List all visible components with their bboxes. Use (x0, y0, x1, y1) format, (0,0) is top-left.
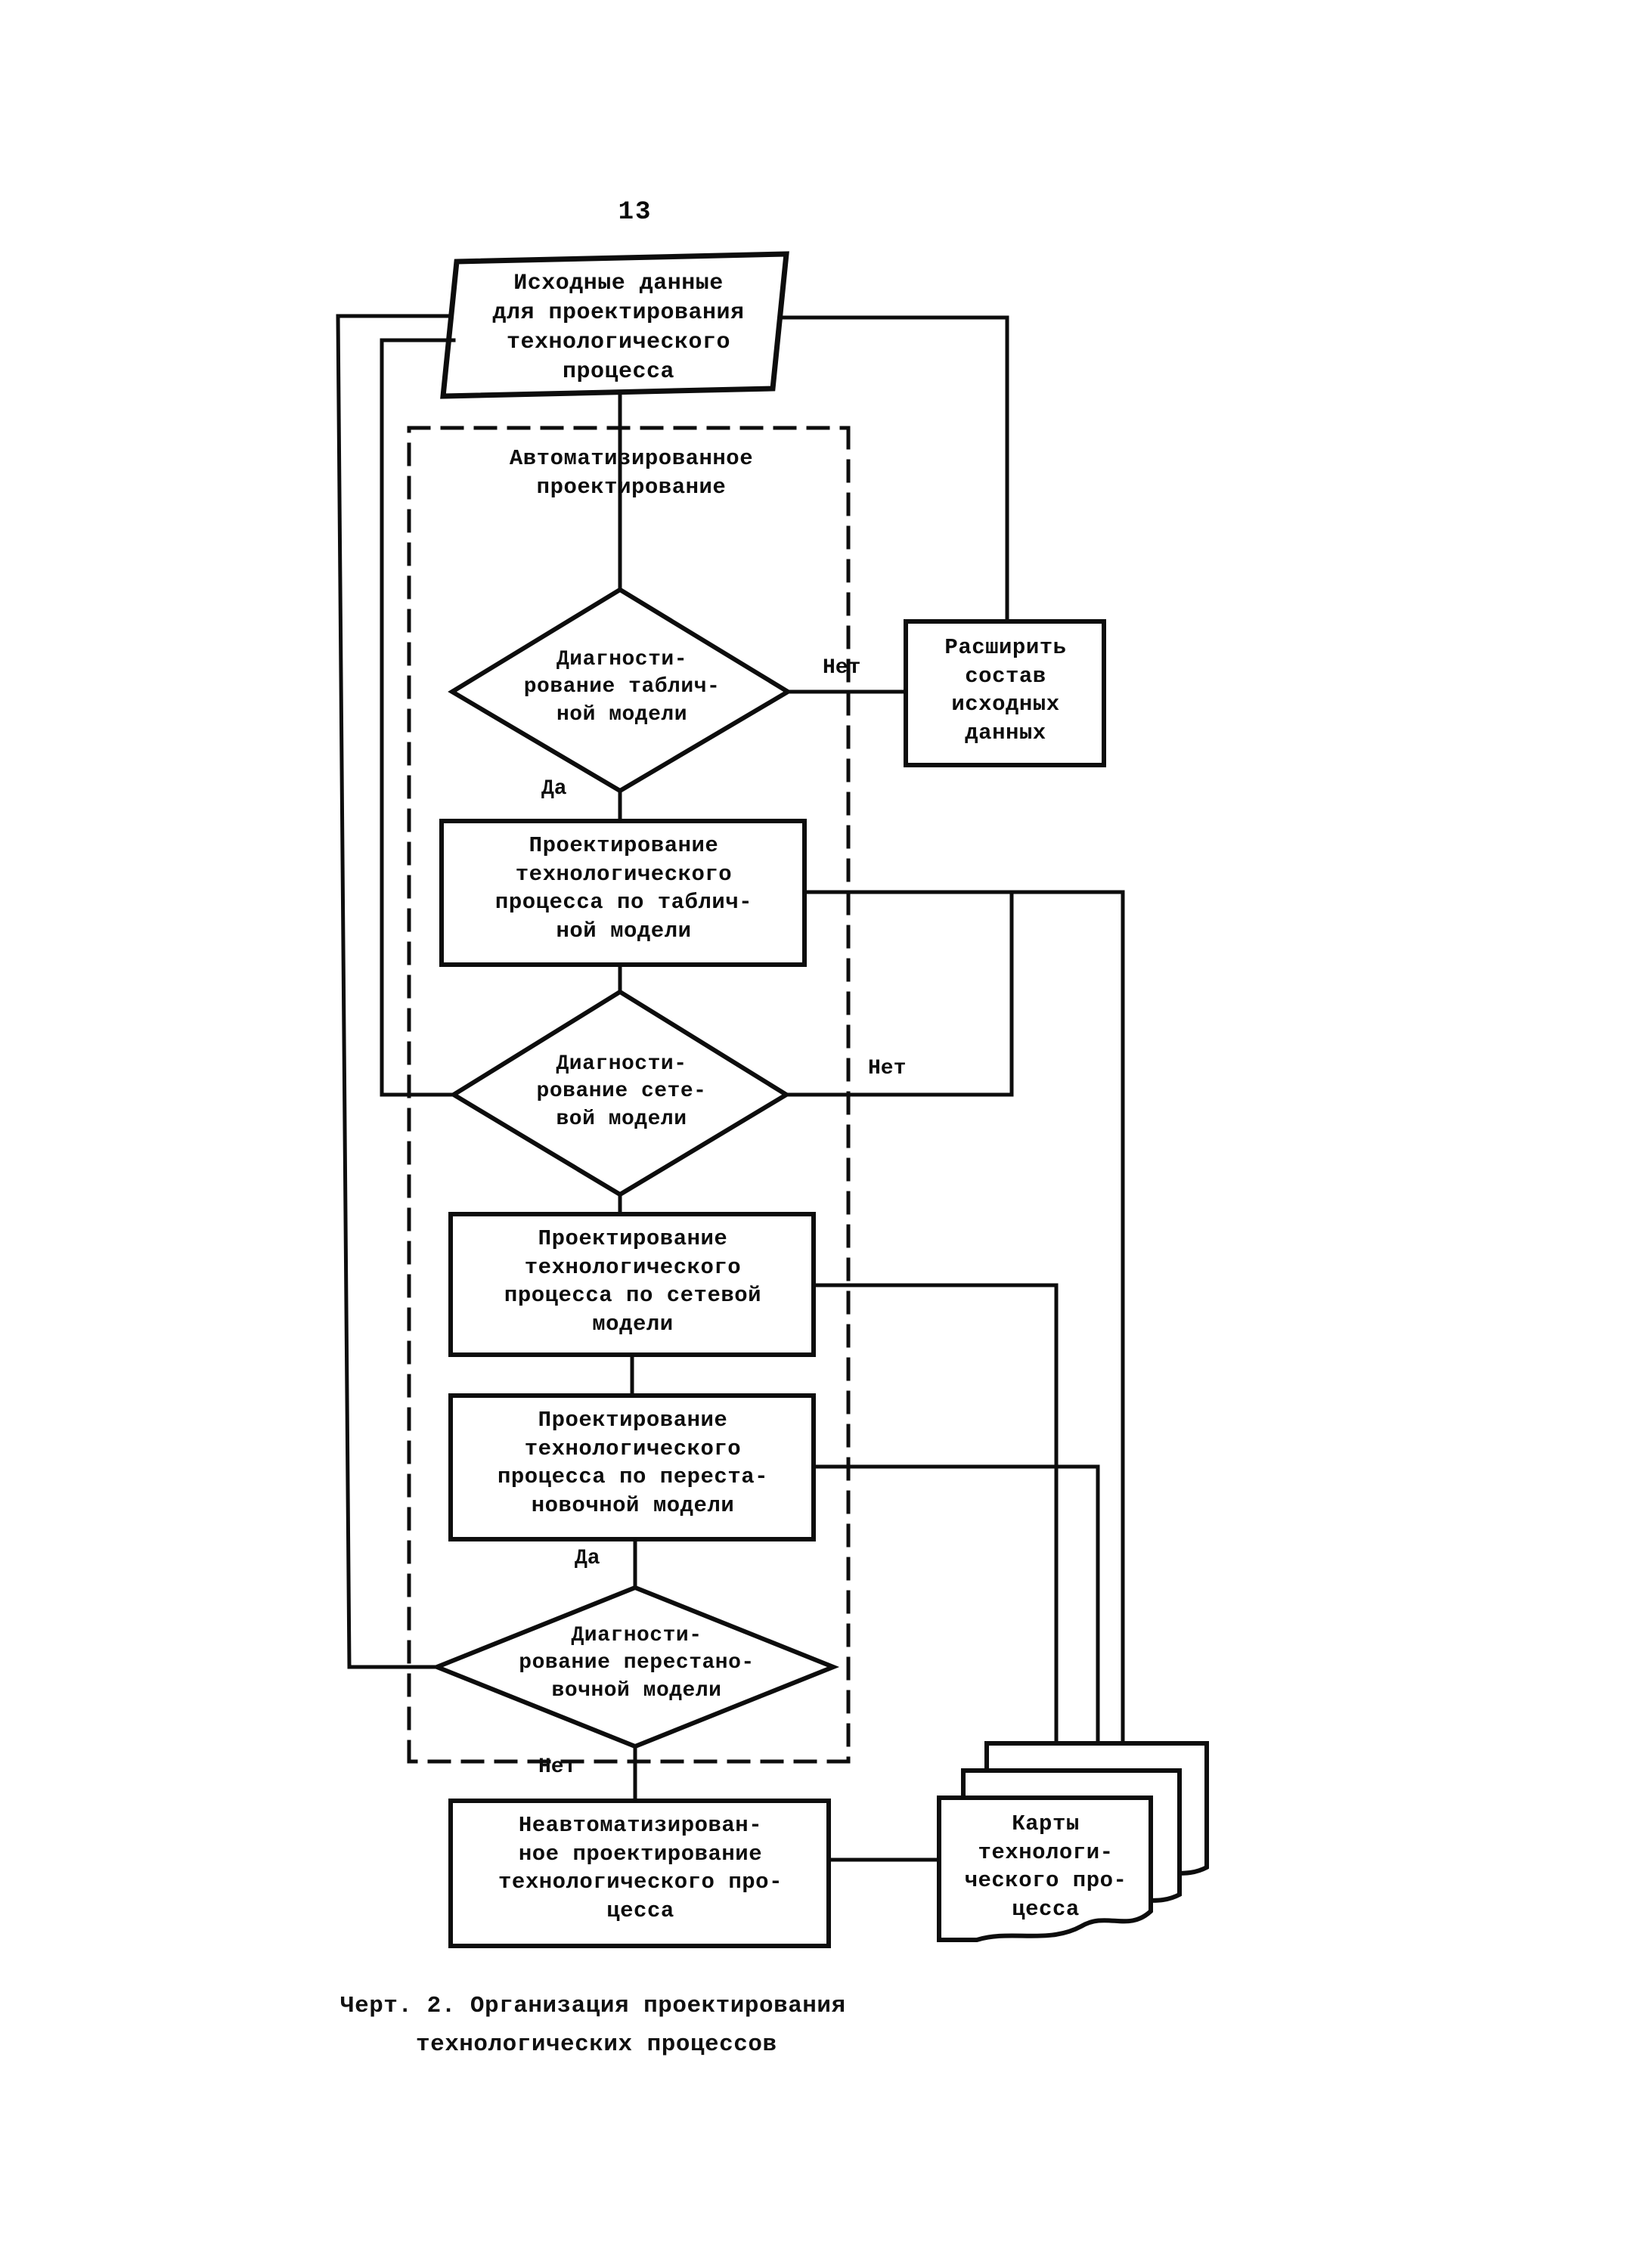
edge-permutation-box-to-bus (811, 1464, 1100, 1746)
edge-expand-to-input-top (778, 315, 1009, 624)
page-number: 13 (618, 198, 653, 227)
design-by-network-model-shape (448, 1212, 816, 1357)
edge-label-table-no: Нет (823, 656, 861, 680)
figure-caption-line2: технологических процессов (416, 2031, 777, 2059)
edge-label-table-yes: Да (541, 777, 567, 801)
input-data-shape (440, 251, 789, 399)
edge-diag-network-no (784, 893, 1014, 1097)
figure-caption: Черт. 2. Организация проектирования техн… (227, 1987, 1134, 2064)
connectors (336, 314, 1125, 1862)
edge-network-box-to-bus (811, 1283, 1059, 1746)
diag-table-model-shape (448, 587, 792, 794)
edge-diag-network-feedback (380, 338, 456, 1097)
edge-diag-permutation-feedback (336, 314, 451, 1669)
figure-caption-line1: Черт. 2. Организация проектирования (340, 1993, 846, 2019)
expand-input-data-shape (904, 619, 1106, 767)
edge-label-permutation-no: Нет (538, 1755, 577, 1779)
edge-label-permutation-yes: Да (575, 1547, 600, 1570)
manual-design-shape (448, 1799, 831, 1948)
diag-permutation-model-shape (430, 1585, 840, 1749)
diag-network-model-shape (449, 989, 791, 1198)
design-by-table-model-shape (439, 819, 807, 967)
edge-label-network-no: Нет (868, 1057, 907, 1080)
design-by-permutation-model-shape (448, 1393, 816, 1541)
process-charts-sheet-front (937, 1796, 1153, 1942)
process-charts-stack (937, 1741, 1209, 1942)
